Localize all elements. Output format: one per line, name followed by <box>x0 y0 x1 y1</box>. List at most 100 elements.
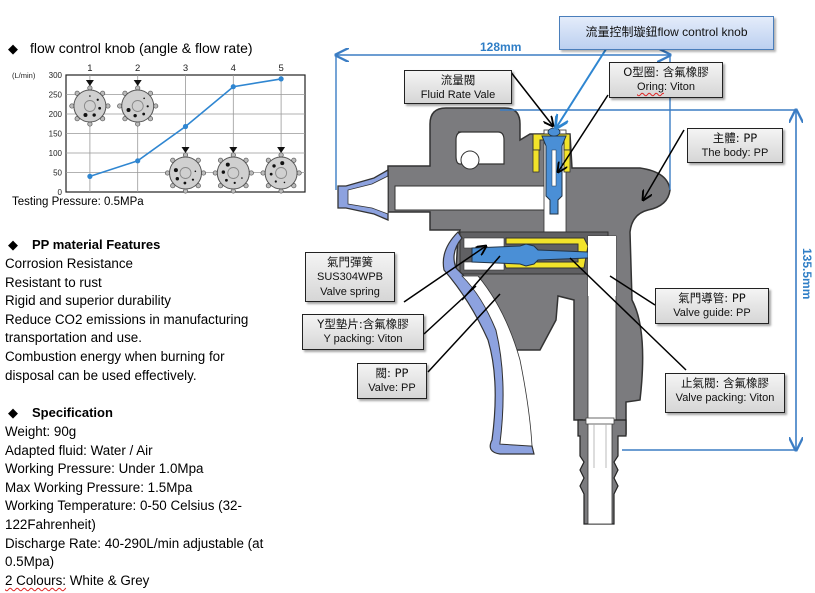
knob-section-title: flow control knob (angle & flow rate) <box>30 40 253 56</box>
knob-face <box>121 89 155 123</box>
knob-dot <box>96 98 99 101</box>
diamond-bullet-icon: ◆ <box>8 237 18 252</box>
knob-icon <box>117 85 159 127</box>
knob-icon <box>69 85 111 127</box>
knob-dot <box>225 162 230 167</box>
pp-feature-line: disposal can be used effectively. <box>5 367 197 383</box>
pp-feature-line: Rigid and superior durability <box>5 293 171 309</box>
colours-value: White & Grey <box>66 572 150 588</box>
knob-dot <box>133 113 137 118</box>
chart-data-point <box>182 123 189 130</box>
knob-icon <box>212 152 254 194</box>
spec-line-colours: 2 Colours: White & Grey <box>5 572 263 591</box>
diamond-bullet-icon: ◆ <box>8 405 18 420</box>
height-dimension: 135.5mm <box>500 110 814 450</box>
height-dimension-label: 135.5mm <box>800 248 814 299</box>
knob-dot <box>143 97 145 100</box>
pp-feature-line: Reduce CO2 emissions in manufacturing <box>5 311 249 327</box>
spec-line: Max Working Pressure: 1.5Mpa <box>5 479 193 495</box>
knob-dot <box>89 95 91 97</box>
knob-dot <box>173 168 178 173</box>
gun-body <box>337 107 671 525</box>
knob-pointer-icon <box>229 147 238 153</box>
knob-dot <box>272 164 276 168</box>
colours-label: 2 Colours: <box>5 572 67 588</box>
pp-section-title: PP material Features <box>32 237 161 252</box>
knob-dot <box>83 112 88 117</box>
knob-pointer-icon <box>277 147 286 153</box>
chart-ytick-label: 0 <box>58 188 63 197</box>
spec-line: Adapted fluid: Water / Air <box>5 442 153 458</box>
knob-dot <box>241 177 243 179</box>
knob-hub <box>275 167 288 179</box>
valve-label: 閥: PP Valve: PP <box>357 363 427 399</box>
chart-xtick-label: 4 <box>231 63 236 74</box>
diamond-bullet-icon: ◆ <box>8 41 18 56</box>
chart-xtick-label: 1 <box>87 63 92 74</box>
spec-list: Weight: 90g Adapted fluid: Water / Air W… <box>5 423 263 590</box>
knob-dot <box>225 178 228 182</box>
valve-guide-label: 氣門導管: PP Valve guide: PP <box>655 288 769 324</box>
knob-dot <box>280 161 285 166</box>
y-packing-label: Y型墊片:含氟橡膠 Y packing: Viton <box>302 314 424 350</box>
knob-dot <box>92 113 96 117</box>
flow-rate-chart: 0 50 100 150 200 250 300 (L/min) 1 2 3 4 5 <box>12 63 306 197</box>
knob-dot <box>274 180 277 183</box>
spec-line: Discharge Rate: 40-290L/min adjustable (… <box>5 535 264 551</box>
width-dimension: 128mm <box>336 40 670 190</box>
chart-ytick-label: 200 <box>49 110 63 119</box>
knob-hub <box>83 100 96 112</box>
knob-hub <box>131 100 144 112</box>
knob-hub <box>179 167 192 179</box>
knob-dot <box>98 106 102 110</box>
chart-data-point <box>87 173 93 179</box>
spec-section-title: Specification <box>32 405 113 420</box>
fluid-rate-valve-label: 流量閥 Fluid Rate Vale <box>404 70 512 104</box>
knob-icon <box>164 152 207 194</box>
flow-control-knob-callout: 流量控制璇鈕flow control knob <box>559 16 774 50</box>
spec-line: Working Temperature: 0-50 Celsius (32- <box>5 498 242 514</box>
knob-dot <box>194 170 197 173</box>
chart-data-point <box>278 76 284 82</box>
testing-pressure-note: Testing Pressure: 0.5MPa <box>12 196 144 208</box>
chart-xtick-label: 3 <box>183 63 188 74</box>
valve-packing-label: 止氣閥: 含氟橡膠 Valve packing: Viton <box>665 373 785 413</box>
knob-face <box>169 156 202 190</box>
chart-xtick-label: 2 <box>135 63 140 74</box>
chart-ytick-label: 250 <box>49 91 63 100</box>
chart-data-point <box>135 158 141 164</box>
chart-unit-label: (L/min) <box>12 71 36 80</box>
chart-ytick-label: 100 <box>49 149 63 158</box>
body-label: 主體: PP The body: PP <box>687 128 783 163</box>
chart-ytick-label: 50 <box>53 169 62 178</box>
chart-ytick-label: 150 <box>49 130 63 139</box>
chart-ytick-label: 300 <box>49 71 63 80</box>
leader-lines <box>403 45 687 373</box>
knob-pointer-icon <box>85 80 94 86</box>
knob-hub <box>227 167 240 179</box>
pp-feature-line: Combustion energy when burning for <box>5 348 225 364</box>
spec-line: 122Fahrenheit) <box>5 516 96 532</box>
knob-icon <box>260 152 302 194</box>
spec-line: Weight: 90g <box>5 424 77 439</box>
knob-section-heading: ◆ flow control knob (angle & flow rate) <box>8 40 253 57</box>
knob-dot <box>142 112 146 116</box>
knob-pointer-icon <box>181 147 190 153</box>
knob-dot <box>221 170 226 174</box>
chart-xtick-label: 5 <box>278 63 283 74</box>
pp-features-list: Corrosion Resistance Resistant to rust R… <box>5 255 248 385</box>
pp-feature-line: Resistant to rust <box>5 274 102 290</box>
width-dimension-label: 128mm <box>480 40 521 54</box>
pp-feature-line: Corrosion Resistance <box>5 256 134 271</box>
knob-dot <box>183 181 187 185</box>
pp-feature-line: transportation and use. <box>5 330 142 346</box>
knob-pointer-icon <box>133 80 142 86</box>
knob-dot <box>269 172 273 176</box>
knob-dot <box>146 105 149 108</box>
knob-dot <box>126 108 131 113</box>
knob-dot <box>191 178 195 181</box>
spec-line: 0.5Mpa) <box>5 554 55 570</box>
chart-data-point <box>230 84 236 90</box>
spec-line: Working Pressure: Under 1.0Mpa <box>5 461 204 477</box>
